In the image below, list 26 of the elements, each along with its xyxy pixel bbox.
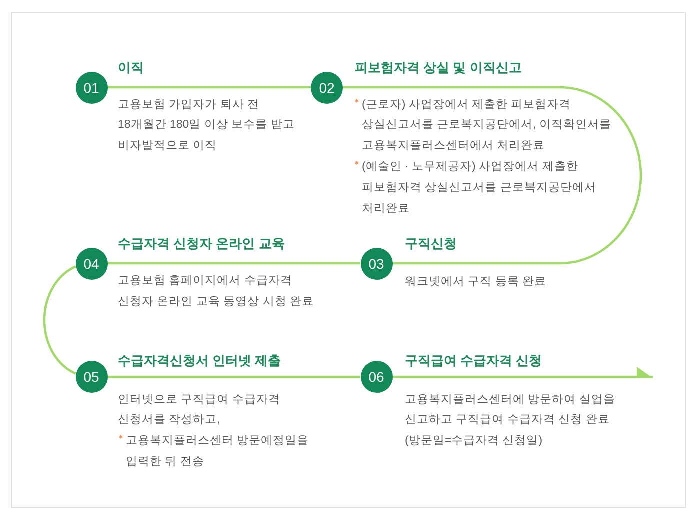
step-description: (예술인 · 노무제공자) 사업장에서 제출한 피보험자격 상실신고서를 근로복지공단에서 처리완료: [362, 160, 598, 217]
step-description: 고용보험 홈페이지에서 수급자격 신청자 온라인 교육 동영상 시청 완료: [118, 274, 315, 310]
step-title: 구직급여 수급자격 신청: [405, 352, 542, 370]
step-description: 고용복지플러스센터 방문예정일을 입력한 뒤 전송: [126, 434, 310, 470]
step-number-circle: 02: [311, 72, 343, 104]
step-description: 워크넷에서 구직 등록 완료: [405, 274, 548, 290]
step-number-circle: 06: [360, 361, 392, 393]
step-description: 인터넷으로 구직급여 수급자격 신청서를 작성하고,: [118, 392, 282, 428]
step-description: 고용보험 가입자가 퇴사 전 18개월간 180일 이상 보수를 받고 비자발적으로 이직: [118, 98, 296, 154]
step-description: 고용복지플러스센터에 방문하여 실업을 신고하고 구직급여 수급자격 신청 완료 (방문일=수급자격 신청일): [405, 392, 616, 450]
step-title: 수급자격 신청자 온라인 교육: [118, 234, 285, 252]
connector-line: [43, 266, 77, 375]
step-number-circle: 01: [76, 72, 108, 104]
connector-line: [108, 86, 311, 89]
step-number-circle: 03: [360, 248, 392, 280]
connector-line: [343, 86, 642, 265]
step-number-circle: 04: [76, 248, 108, 280]
step-description: (근로자) 사업장에서 제출한 피보험자격 상실신고서를 근로복지공단에서, 이직확인서를 고용복지플러스센터에서 처리완료: [362, 98, 613, 154]
step-title: 구직신청: [405, 235, 457, 253]
connector-line: [108, 262, 360, 265]
step-title: 피보험자격 상실 및 이직신고: [355, 59, 522, 77]
step-number-circle: 05: [76, 361, 108, 393]
connector-line: [108, 376, 360, 378]
step-title: 수급자격신청서 인터넷 제출: [118, 352, 282, 370]
connector-line: [392, 367, 653, 378]
step-title: 이직: [118, 59, 144, 77]
